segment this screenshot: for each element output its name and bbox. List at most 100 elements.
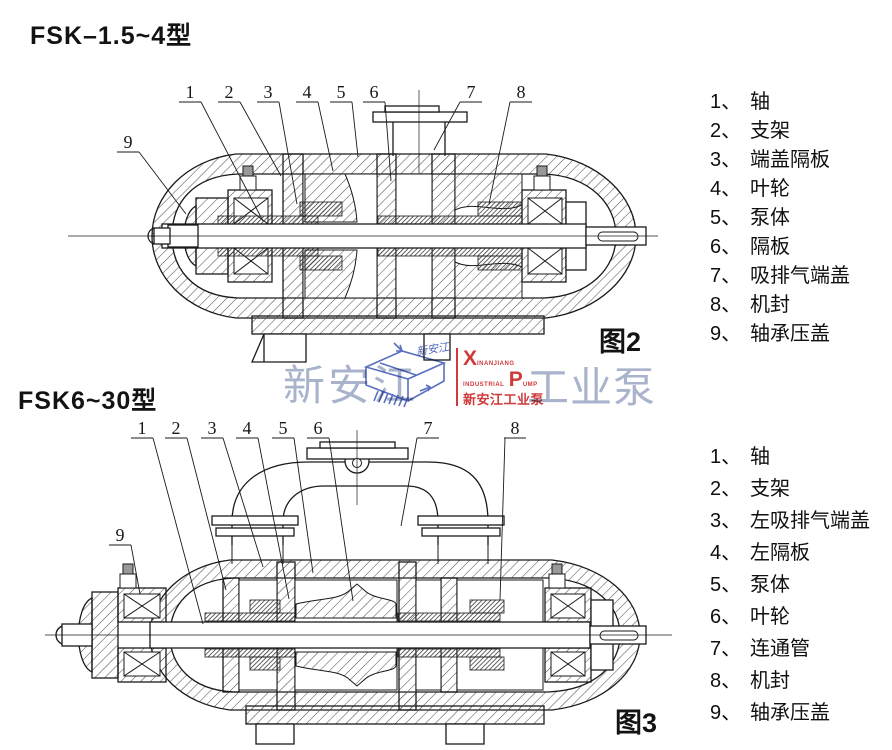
legend-item: 7、连通管 [710, 633, 870, 665]
grease-nipple [239, 165, 551, 191]
model-title-fsk-6-30: FSK6~30型 [18, 387, 158, 415]
legend-item: 2、支架 [710, 473, 870, 505]
brand-letter-x: X [463, 347, 478, 370]
legend-part-name: 泵体 [750, 207, 790, 229]
callouts-1 [117, 101, 532, 222]
pump-cross-section-diagram-2: 1 2 3 4 5 6 7 8 9 [45, 418, 672, 745]
callout-number: 6 [370, 82, 379, 102]
legend-part-name: 机封 [750, 294, 790, 316]
legend-part-name: 轴承压盖 [750, 323, 830, 345]
legend-number: 7、 [710, 265, 742, 287]
brand-word: INDUSTRIAL [463, 382, 505, 388]
pump-body-1 [68, 90, 658, 363]
callout-number: 8 [511, 418, 520, 438]
port-legs [231, 536, 489, 564]
legend-item: 3、左吸排气端盖 [710, 505, 870, 537]
pump-body-2 [45, 430, 672, 745]
callout-number: 5 [279, 418, 288, 438]
brand-chinese-name: 新安江工业泵 [463, 392, 545, 407]
mechanical-seal [299, 201, 523, 271]
impeller-lower [295, 651, 397, 687]
grease-nipple [119, 563, 566, 589]
brand-line-2: INDUSTRIAL PUMP [463, 369, 544, 390]
legend-item: 3、端盖隔板 [710, 146, 850, 175]
legend-number: 5、 [710, 207, 742, 229]
watermark-text-right: 工业泵 [527, 364, 657, 411]
callout-number: 5 [337, 82, 346, 102]
shaft-sleeve [217, 215, 523, 257]
legend-number: 7、 [710, 638, 742, 660]
legend-number: 9、 [710, 702, 742, 724]
parts-legend-1: 1、轴 2、支架 3、端盖隔板 4、叶轮 5、泵体 6、隔板 7、吸排气端盖 8… [710, 88, 850, 349]
brand-word: UMP [522, 382, 538, 388]
brand-line-1: XINANJIANG [463, 348, 544, 369]
callout-numbers-1: 1 2 3 4 5 6 7 8 9 [124, 82, 526, 152]
legend-part-name: 吸排气端盖 [750, 265, 850, 287]
callouts-2 [109, 437, 526, 625]
legend-item: 1、轴 [710, 441, 870, 473]
legend-item: 4、叶轮 [710, 175, 850, 204]
brand-letter-p: P [508, 368, 523, 391]
legend-part-name: 轴 [750, 91, 770, 113]
company-logo [363, 342, 447, 408]
legend-part-name: 左隔板 [750, 542, 810, 564]
callout-number: 4 [303, 82, 312, 102]
brand-word: INANJIANG [477, 361, 515, 367]
connecting-pipe-inner [282, 485, 439, 545]
callout-number: 3 [208, 418, 217, 438]
port-flange-step [384, 105, 440, 113]
port-flange-right [417, 515, 505, 526]
legend-number: 3、 [710, 510, 742, 532]
top-flange-step [319, 441, 396, 449]
legend-part-name: 支架 [750, 120, 790, 142]
foot-left [255, 723, 295, 745]
legend-number: 9、 [710, 323, 742, 345]
legend-part-name: 支架 [750, 478, 790, 500]
figure-label-3: 图3 [615, 708, 658, 738]
legend-number: 5、 [710, 574, 742, 596]
legend-item: 2、支架 [710, 117, 850, 146]
legend-number: 3、 [710, 149, 742, 171]
callout-number: 4 [243, 418, 252, 438]
legend-part-name: 泵体 [750, 574, 790, 596]
keyway [597, 231, 639, 242]
connecting-pipe-outer [231, 461, 489, 545]
shaft-sleeve [204, 612, 501, 658]
legend-part-name: 叶轮 [750, 178, 790, 200]
legend-number: 2、 [710, 120, 742, 142]
legend-part-name: 隔板 [750, 236, 790, 258]
port-flange-left2 [215, 527, 295, 537]
callout-number: 6 [314, 418, 323, 438]
callout-numbers-2: 1 2 3 4 5 6 7 8 9 [116, 418, 520, 545]
legend-item: 8、机封 [710, 665, 870, 697]
legend-part-name: 叶轮 [750, 606, 790, 628]
legend-number: 6、 [710, 606, 742, 628]
legend-item: 9、轴承压盖 [710, 697, 870, 729]
figure-label-2: 图2 [599, 327, 642, 357]
callout-number: 2 [225, 82, 234, 102]
legend-part-name: 连通管 [750, 638, 810, 660]
callout-number: 8 [517, 82, 526, 102]
callout-number: 1 [186, 82, 195, 102]
legend-part-name: 左吸排气端盖 [750, 510, 870, 532]
legend-number: 4、 [710, 542, 742, 564]
legend-number: 8、 [710, 294, 742, 316]
legend-part-name: 机封 [750, 670, 790, 692]
watermark-text-left: 新安江 [283, 362, 419, 409]
brand-text-block: XINANJIANG INDUSTRIAL PUMP 新安江工业泵 [456, 348, 544, 406]
model-title-fsk-1-5-4: FSK–1.5~4型 [30, 22, 193, 50]
pump-cross-section-diagram-1: 1 2 3 4 5 6 7 8 9 [68, 82, 658, 363]
legend-item: 5、泵体 [710, 204, 850, 233]
callout-number: 7 [467, 82, 476, 102]
foot-left [251, 333, 307, 363]
keyway [599, 630, 639, 641]
legend-item: 5、泵体 [710, 569, 870, 601]
parts-legend-2: 1、轴 2、支架 3、左吸排气端盖 4、左隔板 5、泵体 6、叶轮 7、连通管 … [710, 441, 870, 729]
legend-item: 1、轴 [710, 88, 850, 117]
legend-number: 2、 [710, 478, 742, 500]
bearing-left [123, 593, 161, 677]
callout-number: 3 [264, 82, 273, 102]
legend-item: 7、吸排气端盖 [710, 262, 850, 291]
legend-number: 8、 [710, 670, 742, 692]
